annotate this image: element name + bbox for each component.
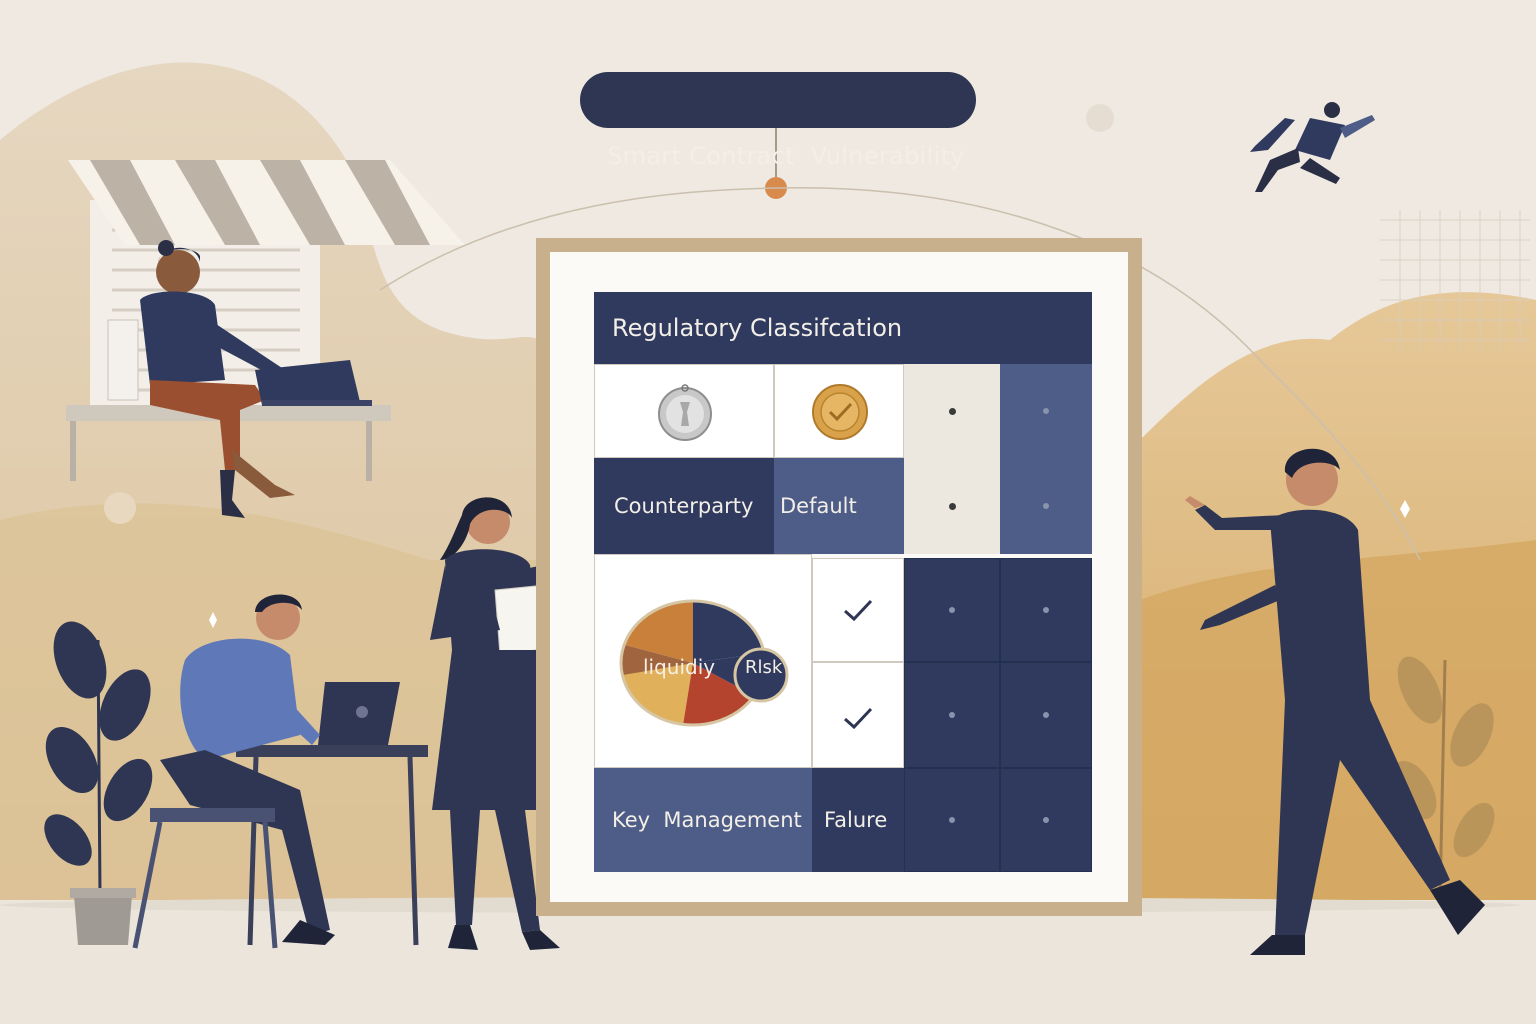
- checkmark-cell: [812, 662, 904, 768]
- potted-plant: [44, 621, 153, 945]
- flying-person: [1250, 102, 1375, 192]
- woman-on-ledge: [107, 240, 372, 518]
- counterparty-cell: Counterparty: [594, 458, 774, 554]
- man-at-desk: [132, 594, 428, 949]
- matrix-cell: [904, 458, 1000, 554]
- matrix-cell: [904, 364, 1000, 458]
- grid-pattern: [1380, 210, 1530, 350]
- title-pill: Smart Contract Vulnerability: [580, 72, 976, 170]
- counterparty-label: Counterparty: [614, 494, 754, 518]
- classification-board: Regulatory Classifcation Counterparty De…: [550, 252, 1128, 902]
- failure-cell: Falure: [812, 768, 904, 872]
- key-management-cell: Key Management: [594, 768, 812, 872]
- matrix-cell: [1000, 662, 1092, 768]
- gold-coin-cell: [774, 364, 904, 458]
- matrix-cell: [904, 558, 1000, 662]
- gold-coin-icon: [812, 384, 868, 440]
- pie-label-risk: Rlsk: [745, 657, 783, 678]
- matrix-cell: [904, 662, 1000, 768]
- silver-coin-icon: [658, 384, 712, 441]
- matrix-cell: [1000, 364, 1092, 458]
- liquidity-risk-cell: liquidiy Rlsk: [594, 554, 812, 768]
- title-text: Smart Contract Vulnerability: [607, 142, 965, 170]
- matrix-header: Regulatory Classifcation: [594, 292, 1092, 364]
- failure-label: Falure: [824, 808, 888, 832]
- matrix-cell: [1000, 768, 1092, 872]
- matrix-cell: [1000, 458, 1092, 554]
- pie-chart-icon: [619, 599, 789, 727]
- key-management-label: Key Management: [612, 808, 802, 832]
- default-label: Default: [780, 494, 857, 518]
- default-cell: Default: [774, 458, 904, 554]
- checkmark-icon: [844, 599, 873, 622]
- right-plant: [1391, 656, 1495, 901]
- matrix-header-text: Regulatory Classifcation: [612, 314, 903, 342]
- matrix-cell: [1000, 558, 1092, 662]
- matrix-cell: [904, 768, 1000, 872]
- presenting-woman: [430, 497, 600, 950]
- checkmark-cell: [812, 558, 904, 662]
- checkmark-icon: [844, 707, 873, 730]
- pie-label-liquidity: liquidiy: [643, 655, 716, 679]
- silver-coin-cell: [594, 364, 774, 458]
- gesturing-man: [1185, 448, 1485, 955]
